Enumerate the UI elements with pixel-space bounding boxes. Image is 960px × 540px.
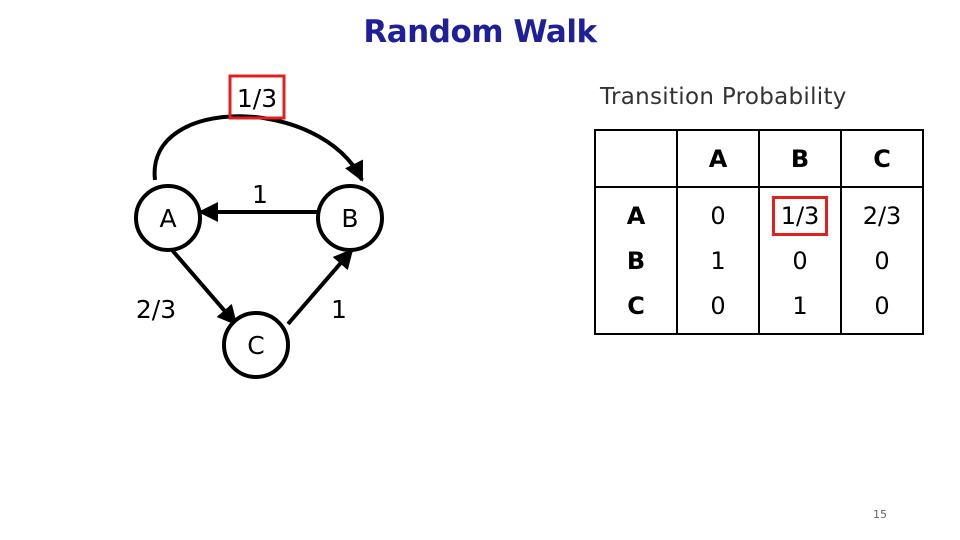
table-cell: 2/3 xyxy=(862,202,902,230)
row-headers-cell: A B C xyxy=(594,186,678,335)
column-header-label: C xyxy=(873,145,891,173)
table-header-row: A B C xyxy=(594,129,924,188)
edge-a-to-c xyxy=(170,248,238,326)
table-caption: Transition Probability xyxy=(600,84,847,110)
page-number: 15 xyxy=(873,508,887,521)
node-b xyxy=(316,184,384,252)
table-cell: 1 xyxy=(792,292,808,320)
table-body-row: A B C 0 1 0 1/3 0 1 2/3 0 0 xyxy=(594,186,924,335)
table-cell: 0 xyxy=(710,202,726,230)
node-a xyxy=(134,184,202,252)
table-cell-highlighted: 1/3 xyxy=(760,194,840,239)
row-header: B xyxy=(626,247,646,275)
column-values-c: 2/3 0 0 xyxy=(840,186,924,335)
column-values-a: 0 1 0 xyxy=(676,186,760,335)
node-a-label: A xyxy=(159,204,176,233)
column-header-label: B xyxy=(790,145,810,173)
edge-label-highlight-box xyxy=(228,74,286,120)
table-cell: 1 xyxy=(710,247,726,275)
column-header: C xyxy=(840,129,924,188)
highlight-box: 1/3 xyxy=(771,196,829,236)
edge-label-a-to-c: 2/3 xyxy=(136,295,176,324)
column-header: B xyxy=(758,129,842,188)
edge-a-to-b xyxy=(152,114,364,182)
row-header: C xyxy=(627,292,645,320)
table-cell: 0 xyxy=(874,292,890,320)
node-c xyxy=(222,311,290,379)
table-cell: 0 xyxy=(874,247,890,275)
corner-cell xyxy=(594,129,678,188)
column-header: A xyxy=(676,129,760,188)
edge-label-c-to-b: 1 xyxy=(331,295,347,324)
table-cell: 0 xyxy=(792,247,808,275)
table-cell: 0 xyxy=(710,292,726,320)
column-header-label: A xyxy=(708,145,728,173)
edge-c-to-b xyxy=(286,248,354,326)
transition-probability-table: A B C A B C 0 1 0 1/3 0 1 2/3 0 0 xyxy=(594,129,924,335)
edge-label-a-to-b: 1/3 xyxy=(237,84,277,113)
edge-label-b-to-a: 1 xyxy=(252,180,268,209)
node-c-label: C xyxy=(247,331,264,360)
slide-title: Random Walk xyxy=(363,14,597,50)
row-header: A xyxy=(626,202,646,230)
node-b-label: B xyxy=(341,204,358,233)
column-values-b: 1/3 0 1 xyxy=(758,186,842,335)
